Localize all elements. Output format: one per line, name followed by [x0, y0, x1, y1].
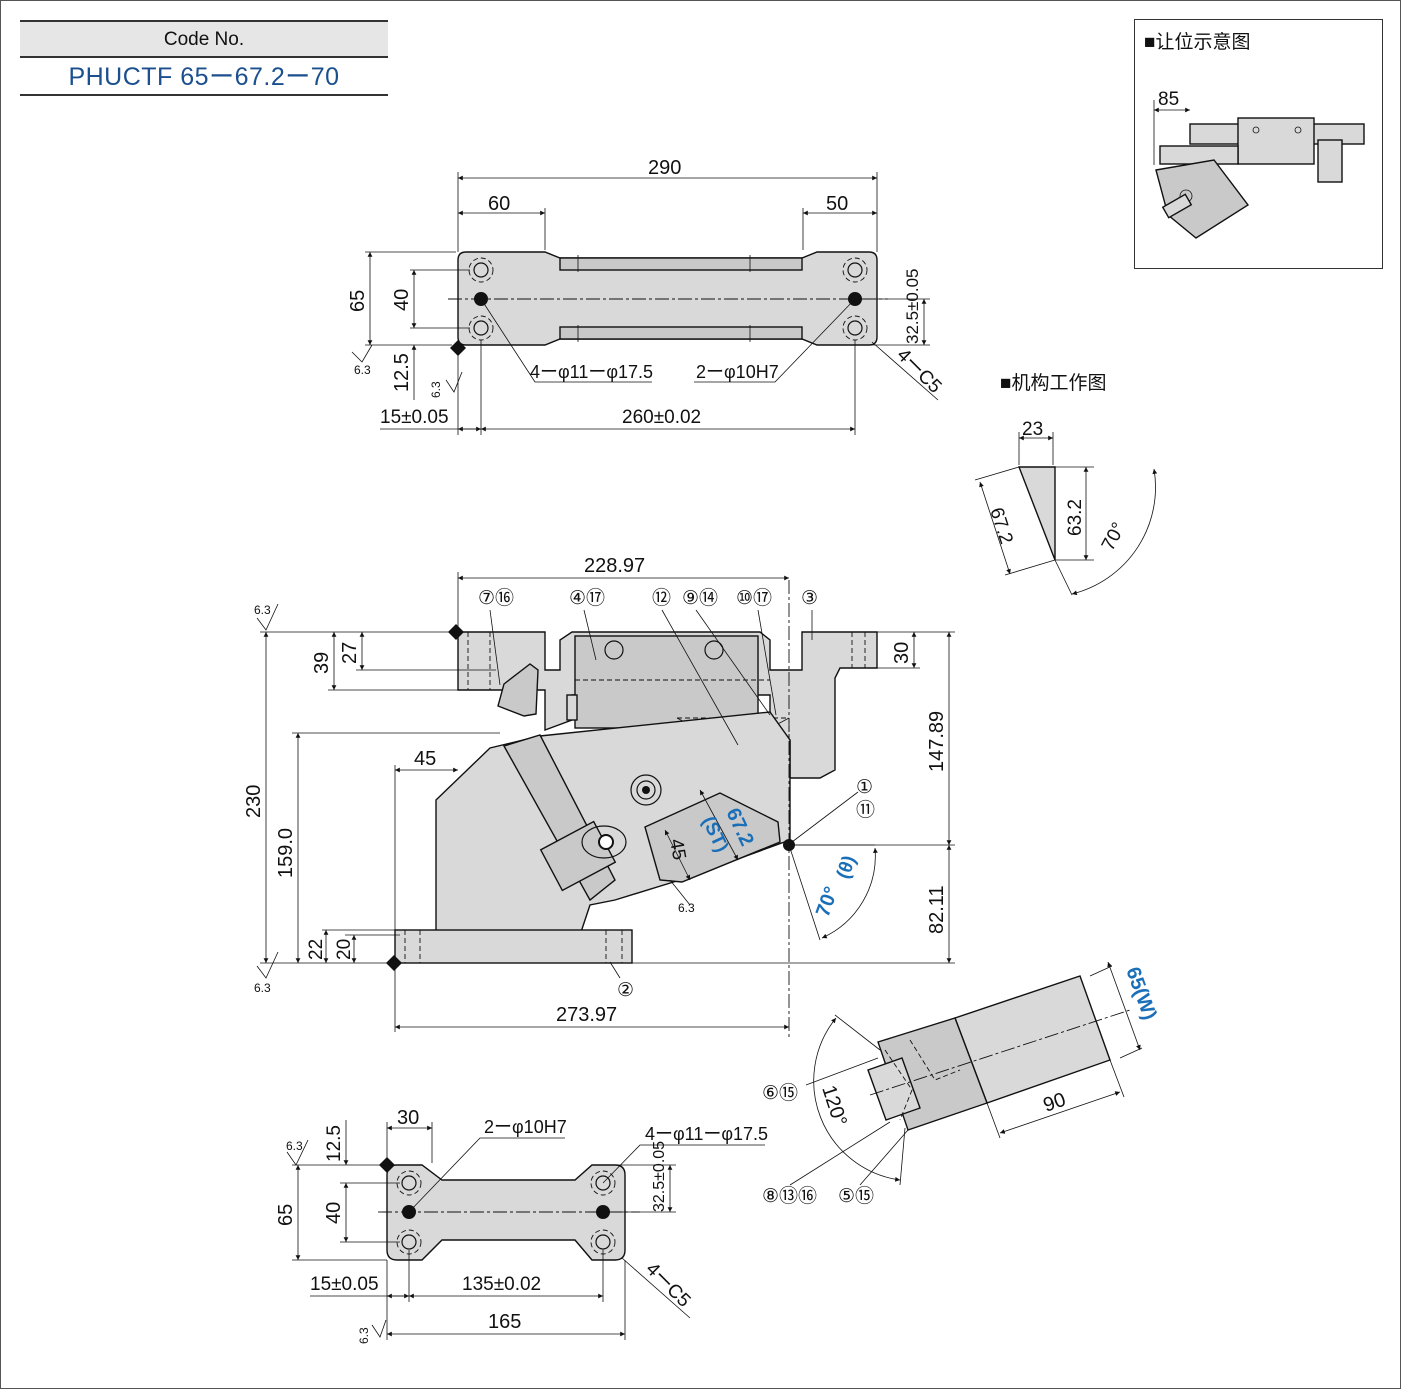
bottom-pins-label: 2ーφ10H7 — [484, 1117, 567, 1137]
side-theta: (θ) — [833, 853, 861, 882]
top-right: 50 — [826, 193, 848, 215]
mechanism-diagram: ■机构工作图 23 67.2 63.2 70° — [974, 372, 1158, 596]
side-top-width: 228.97 — [584, 555, 645, 577]
inset-jaw — [1155, 159, 1250, 239]
code-label: Code No. — [20, 20, 388, 58]
side-w45: 45 — [414, 748, 436, 770]
bottom-plate — [386, 1164, 626, 1261]
side-d45: 45 — [665, 837, 689, 861]
side-rough-1: 6.3 — [254, 603, 271, 617]
top-offset-h: 15±0.05 — [380, 407, 449, 428]
top-chamfer: 4ーC5 — [892, 345, 945, 398]
side-bottom-width: 273.97 — [556, 1004, 617, 1026]
mech-width: 23 — [1022, 419, 1043, 440]
top-pitch-v: 40 — [391, 289, 413, 311]
side-h27: 27 — [339, 642, 361, 664]
bottom-pin-right — [596, 1205, 610, 1219]
top-rough-1: 6.3 — [354, 363, 371, 377]
top-left: 60 — [488, 193, 510, 215]
callout-8-13-16: ⑧⑬⑯ — [762, 1185, 817, 1207]
bottom-rough-1: 6.3 — [286, 1139, 303, 1153]
callout-6-15: ⑥⑮ — [762, 1082, 798, 1104]
mechanism-title: ■机构工作图 — [1000, 372, 1106, 394]
top-view: 290 60 50 65 40 12.5 15±0.05 260±0.02 32… — [347, 157, 945, 435]
jaw-detail-view: 65(W) 90 120° ⑥⑮ ⑧⑬⑯ ⑤⑮ — [762, 961, 1161, 1207]
clearance-diagram: ■让位示意图 85 — [1144, 31, 1365, 239]
bottom-w30: 30 — [397, 1107, 419, 1129]
top-pins-label: 2ーφ10H7 — [696, 362, 779, 382]
bottom-offset: 15±0.05 — [310, 1274, 379, 1295]
side-h159: 159.0 — [275, 828, 297, 878]
top-overall: 290 — [648, 157, 681, 179]
bottom-half: 32.5±0.05 — [651, 1141, 668, 1212]
top-hole-tl — [468, 257, 494, 283]
side-h39: 39 — [311, 652, 333, 674]
side-h147: 147.89 — [926, 711, 948, 772]
side-rough-2: 6.3 — [254, 981, 271, 995]
top-height: 65 — [347, 290, 369, 312]
bottom-chamfer: 4ーC5 — [641, 1259, 694, 1312]
bottom-holes-label: 4ーφ11ーφ17.5 — [645, 1124, 768, 1144]
clearance-dim: 85 — [1158, 89, 1179, 110]
bottom-pitch: 135±0.02 — [462, 1274, 541, 1295]
side-total-height: 230 — [243, 785, 265, 818]
callout-2: ② — [617, 980, 634, 1001]
side-h20: 20 — [334, 939, 355, 960]
jaw-length: 90 — [1040, 1089, 1068, 1117]
side-h82: 82.11 — [926, 885, 948, 934]
side-base — [394, 929, 633, 964]
callout-12: ⑫ — [652, 587, 671, 609]
mech-stroke: 67.2 — [985, 505, 1016, 547]
bottom-rough-2: 6.3 — [357, 1327, 371, 1344]
side-h22: 22 — [306, 939, 327, 960]
mech-angle: 70° — [1098, 519, 1130, 554]
side-clamp-arm — [497, 663, 539, 717]
mech-wedge — [1017, 466, 1056, 561]
top-datum-mark — [450, 340, 466, 356]
callout-11: ⑪ — [856, 799, 875, 821]
bottom-hole-tr — [590, 1170, 616, 1196]
callout-4-17: ④⑰ — [569, 587, 605, 609]
clearance-title: ■让位示意图 — [1144, 31, 1250, 53]
side-h30: 30 — [891, 642, 913, 664]
bottom-h12: 12.5 — [324, 1125, 345, 1162]
bottom-h65: 65 — [275, 1204, 297, 1226]
top-pitch-h: 260±0.02 — [622, 407, 701, 428]
top-half: 32.5±0.05 — [903, 268, 922, 344]
bottom-hole-tl — [396, 1170, 422, 1196]
top-hole-tr — [842, 257, 868, 283]
code-value: PHUCTF 65ー67.2ー70 — [20, 58, 388, 96]
callout-1: ① — [856, 777, 873, 798]
callout-10-17: ⑩⑰ — [736, 587, 772, 609]
callout-9-14: ⑨⑭ — [682, 587, 718, 609]
callout-7-16: ⑦⑯ — [478, 587, 514, 609]
callout-5-15: ⑤⑮ — [838, 1185, 874, 1207]
callout-3: ③ — [801, 588, 818, 609]
top-plate — [457, 251, 878, 346]
top-rough-2: 6.3 — [429, 381, 443, 398]
top-offset-v: 12.5 — [391, 353, 413, 392]
mech-height: 63.2 — [1065, 499, 1086, 536]
bottom-h40: 40 — [323, 1202, 345, 1224]
side-cylinder — [574, 635, 759, 729]
bottom-view: 30 12.5 65 40 15±0.05 135±0.02 165 32.5±… — [275, 1107, 768, 1344]
bottom-total: 165 — [488, 1311, 521, 1333]
top-holes-label: 4ーφ11ーφ17.5 — [530, 362, 653, 382]
side-rough-3: 6.3 — [678, 901, 695, 915]
side-view: 228.97 230 159.0 39 27 30 147.89 82.11 4… — [243, 555, 955, 1040]
side-angle: 70° — [812, 884, 843, 920]
code-number-box: Code No. PHUCTF 65ー67.2ー70 — [20, 20, 388, 96]
